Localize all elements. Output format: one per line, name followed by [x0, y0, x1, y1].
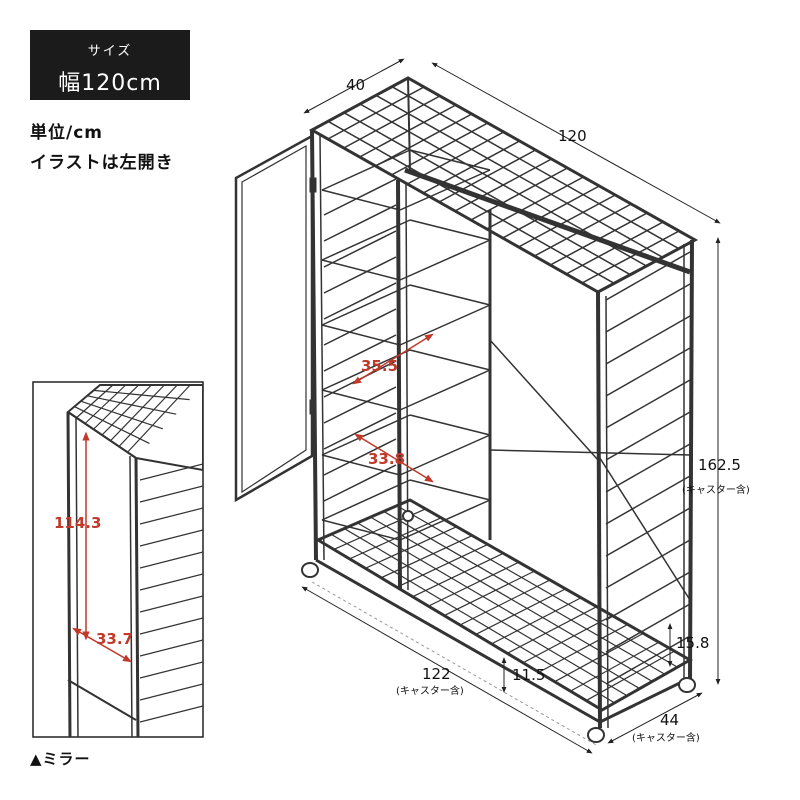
caster-front-right — [587, 727, 605, 743]
dim-floor-clearance: 11.5 — [512, 666, 545, 684]
rack-frame — [308, 76, 699, 729]
side-slats — [605, 251, 691, 685]
dim-depth-top: 40 — [346, 76, 365, 94]
back-right-post — [688, 239, 694, 681]
dim-mirror-lower: 33.7 — [96, 630, 133, 648]
dim-mirror-height: 114.3 — [54, 514, 101, 532]
dim-width-top: 120 — [558, 127, 587, 145]
size-label: サイズ — [87, 44, 133, 59]
mirror-door — [234, 133, 317, 503]
dimension-labels: 40 120 162.5 (キャスター含) 122 (キャスター含) 44 (キ… — [346, 76, 750, 744]
mirror-inset: 114.3 33.7 — [32, 381, 204, 738]
size-label-box: サイズ 幅120cm — [30, 30, 190, 100]
dimension-lines — [301, 58, 721, 754]
mirror-caption: ▲ミラー — [30, 750, 91, 768]
caster-mid — [402, 510, 414, 522]
caster-front-left — [301, 562, 319, 578]
caster-back-right — [678, 677, 696, 693]
dim-width-bottom: 122 — [422, 665, 451, 683]
dim-shelf-upper: 35.5 — [361, 357, 398, 375]
size-value: 幅120cm — [58, 71, 162, 96]
middle-post — [396, 179, 402, 591]
dim-width-bottom-note: (キャスター含) — [396, 684, 464, 697]
dim-depth-bottom: 44 — [660, 711, 679, 729]
dim-height-note: (キャスター含) — [682, 483, 750, 496]
hanger-rail — [404, 167, 691, 275]
top-grid-lines — [327, 86, 680, 284]
dim-depth-bottom-note: (キャスター含) — [632, 731, 700, 744]
dim-shelf-lower: 33.8 — [368, 450, 405, 468]
dim-height: 162.5 — [698, 456, 741, 474]
unit-note: 単位/cm — [30, 123, 103, 143]
casters — [301, 510, 696, 743]
cross-brace — [489, 339, 599, 461]
door-note: イラストは左開き — [30, 153, 174, 173]
dim-base-height: 15.8 — [676, 634, 709, 652]
front-right-post — [596, 291, 602, 729]
